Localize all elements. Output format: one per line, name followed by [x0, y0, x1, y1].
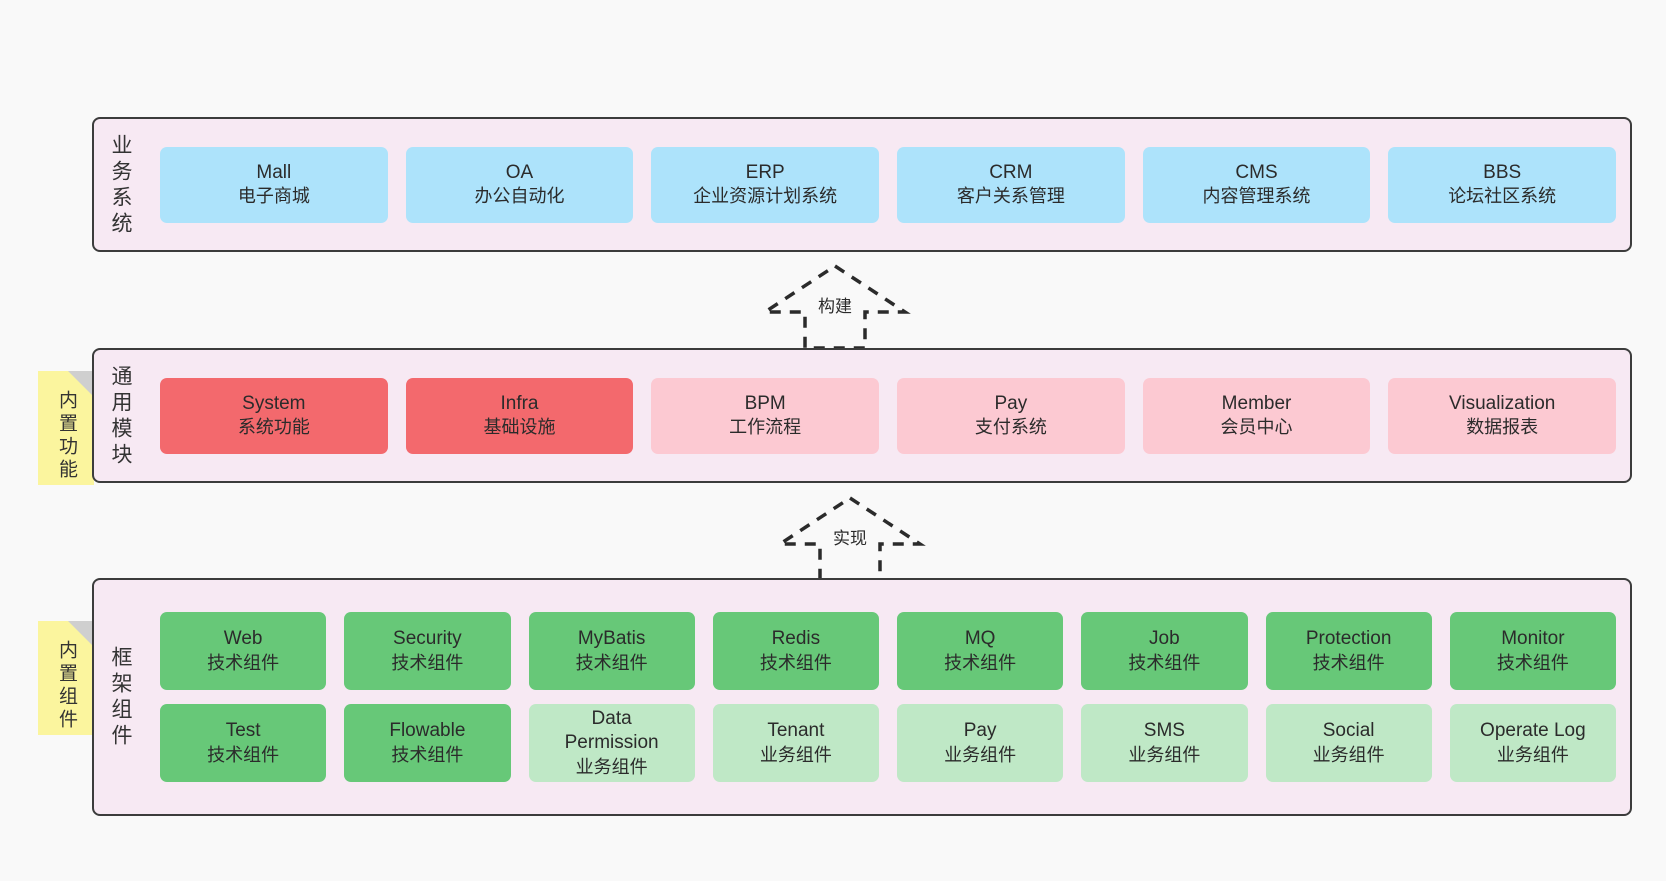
card-member[interactable]: Member 会员中心 [1142, 377, 1371, 454]
card-test[interactable]: Test 技术组件 [160, 704, 327, 782]
card-web[interactable]: Web 技术组件 [160, 612, 327, 690]
card-security[interactable]: Security 技术组件 [344, 612, 511, 690]
section-title-framework: 框架组件 [109, 646, 133, 750]
section-body-business: Mall 电子商城 OA 办公自动化 ERP 企业资源计划系统 CRM 客户关系… [146, 119, 1630, 250]
card-pay-module[interactable]: Pay 支付系统 [897, 377, 1125, 454]
section-business-systems: 业务系统 Mall 电子商城 OA 办公自动化 ERP 企业资源计划系统 CRM [92, 117, 1632, 252]
note-builtin-components: 内置组件 [38, 621, 94, 735]
framework-biz-row: Test 技术组件 Flowable 技术组件 Data Permission … [160, 704, 1616, 782]
note-fold-corner-icon [68, 371, 94, 397]
card-tenant[interactable]: Tenant 业务组件 [712, 704, 879, 782]
section-body-framework: Web 技术组件 Security 技术组件 MyBatis 技术组件 Redi… [146, 580, 1630, 814]
card-crm[interactable]: CRM 客户关系管理 [897, 146, 1125, 223]
connector-implement-label: 实现 [831, 524, 869, 549]
card-flowable[interactable]: Flowable 技术组件 [344, 704, 511, 782]
business-card-row: Mall 电子商城 OA 办公自动化 ERP 企业资源计划系统 CRM 客户关系… [160, 146, 1617, 223]
section-body-modules: System 系统功能 Infra 基础设施 BPM 工作流程 Pay 支付系统… [146, 350, 1630, 481]
section-framework-components: 框架组件 Web 技术组件 Security 技术组件 MyBatis 技术组件… [92, 578, 1632, 816]
card-job[interactable]: Job 技术组件 [1081, 612, 1248, 690]
card-mq[interactable]: MQ 技术组件 [897, 612, 1064, 690]
card-protection[interactable]: Protection 技术组件 [1265, 612, 1432, 690]
card-redis[interactable]: Redis 技术组件 [712, 612, 879, 690]
card-visualization[interactable]: Visualization 数据报表 [1388, 377, 1617, 454]
card-cms[interactable]: CMS 内容管理系统 [1142, 146, 1371, 223]
card-system[interactable]: System 系统功能 [160, 377, 388, 454]
card-sms[interactable]: SMS 业务组件 [1081, 704, 1248, 782]
card-mall[interactable]: Mall 电子商城 [160, 146, 388, 223]
card-oa[interactable]: OA 办公自动化 [405, 146, 634, 223]
card-social[interactable]: Social 业务组件 [1265, 704, 1432, 782]
connector-build-label: 构建 [816, 292, 854, 317]
card-pay-component[interactable]: Pay 业务组件 [897, 704, 1064, 782]
card-infra[interactable]: Infra 基础设施 [405, 377, 634, 454]
modules-card-row: System 系统功能 Infra 基础设施 BPM 工作流程 Pay 支付系统… [160, 377, 1617, 454]
section-common-modules: 通用模块 System 系统功能 Infra 基础设施 BPM 工作流程 Pay [92, 348, 1632, 483]
card-data-permission[interactable]: Data Permission 业务组件 [528, 704, 695, 782]
card-erp[interactable]: ERP 企业资源计划系统 [651, 146, 880, 223]
card-bbs[interactable]: BBS 论坛社区系统 [1388, 146, 1617, 223]
section-title-modules: 通用模块 [109, 364, 133, 469]
card-monitor[interactable]: Monitor 技术组件 [1449, 612, 1616, 690]
framework-tech-row: Web 技术组件 Security 技术组件 MyBatis 技术组件 Redi… [160, 612, 1616, 690]
connector-build: 构建 [759, 262, 911, 350]
card-bpm[interactable]: BPM 工作流程 [651, 377, 880, 454]
note-fold-corner-icon [68, 621, 94, 647]
card-operate-log[interactable]: Operate Log 业务组件 [1449, 704, 1616, 782]
connector-implement: 实现 [774, 494, 926, 582]
note-builtin-features: 内置功能 [38, 371, 94, 485]
card-mybatis[interactable]: MyBatis 技术组件 [528, 612, 695, 690]
section-title-business: 业务系统 [109, 133, 133, 238]
